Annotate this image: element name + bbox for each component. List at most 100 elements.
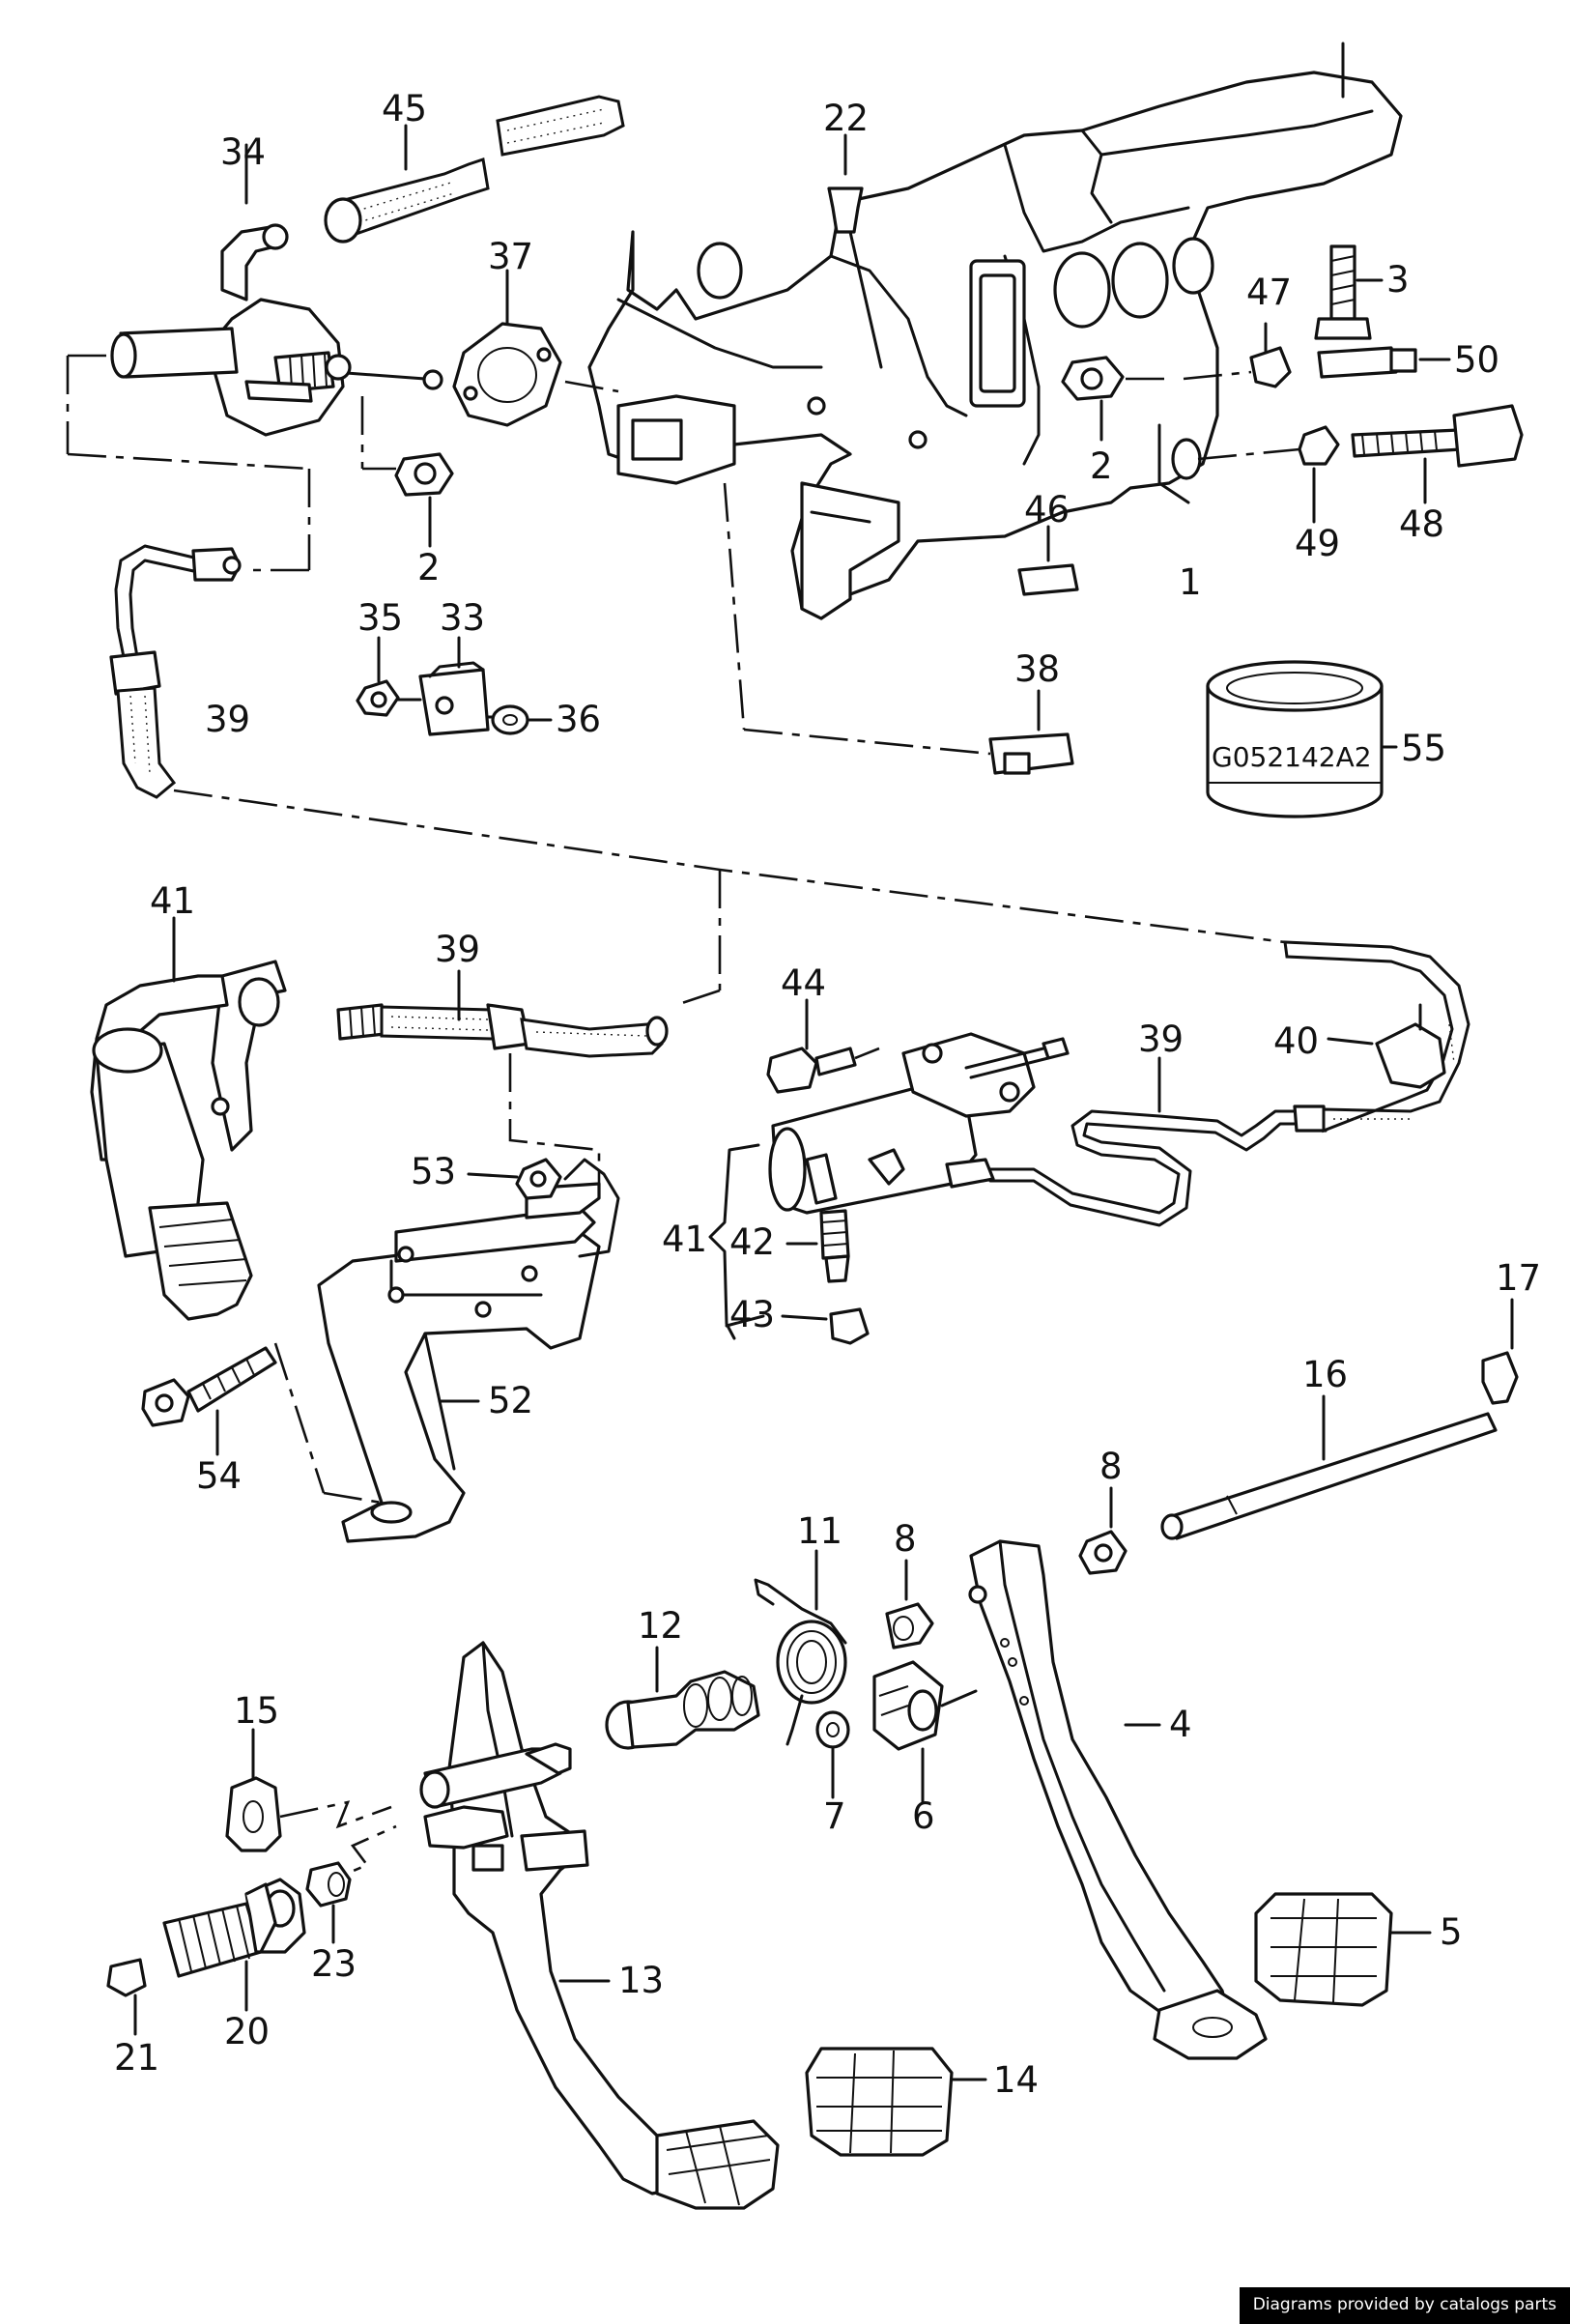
label-46: 46 bbox=[1024, 489, 1070, 531]
label-48: 48 bbox=[1399, 503, 1444, 545]
pedal-bracket bbox=[587, 71, 1403, 620]
label-55: 55 bbox=[1401, 728, 1446, 769]
washer-35 bbox=[356, 636, 422, 717]
label-44: 44 bbox=[781, 962, 826, 1004]
clip-47 bbox=[1183, 322, 1292, 388]
pedal-pad-5 bbox=[1254, 1892, 1432, 2007]
part-labels: 34 45 37 22 3 47 50 2 1 49 48 46 2 35 33… bbox=[114, 88, 1541, 2101]
pin-12 bbox=[605, 1646, 760, 1750]
label-45: 45 bbox=[382, 88, 427, 129]
label-11: 11 bbox=[797, 1510, 842, 1552]
grommet-22 bbox=[827, 133, 883, 369]
nut-53 bbox=[467, 1158, 562, 1200]
label-17: 17 bbox=[1496, 1257, 1541, 1299]
dashed-routing-38 bbox=[723, 482, 991, 756]
label-41-right: 41 bbox=[662, 1219, 707, 1260]
label-33: 33 bbox=[440, 597, 485, 639]
cap-43 bbox=[781, 1307, 870, 1345]
label-47: 47 bbox=[1246, 272, 1292, 313]
label-37: 37 bbox=[488, 236, 533, 277]
label-2-right: 2 bbox=[1090, 445, 1113, 487]
label-52: 52 bbox=[488, 1380, 533, 1421]
bushing-23 bbox=[305, 1861, 352, 1944]
label-34: 34 bbox=[220, 131, 266, 173]
label-13: 13 bbox=[618, 1960, 664, 2001]
cap-21 bbox=[106, 1958, 147, 2036]
label-39-middle: 39 bbox=[435, 929, 480, 970]
label-1: 1 bbox=[1179, 561, 1202, 603]
label-39-top: 39 bbox=[205, 699, 250, 740]
washer-7 bbox=[815, 1710, 850, 1799]
master-cylinder-34 bbox=[110, 143, 443, 437]
switch-50 bbox=[1317, 346, 1451, 379]
switch-48 bbox=[1351, 404, 1524, 504]
bolt-54 bbox=[141, 1346, 277, 1456]
clutch-pedal-13 bbox=[419, 1641, 780, 2210]
label-38: 38 bbox=[1014, 648, 1060, 690]
brake-line-39-top bbox=[109, 544, 242, 799]
nut-8-middle bbox=[885, 1559, 934, 1650]
bolt-44 bbox=[766, 998, 880, 1094]
brace-41 bbox=[708, 1143, 765, 1340]
spring-11 bbox=[754, 1549, 847, 1746]
bushing-6 bbox=[872, 1660, 978, 1804]
label-21: 21 bbox=[114, 2037, 159, 2079]
label-15: 15 bbox=[234, 1690, 279, 1732]
label-41-left: 41 bbox=[150, 880, 195, 922]
nut-8-right bbox=[1078, 1486, 1128, 1575]
washer-36 bbox=[486, 704, 553, 735]
nut-2-right bbox=[1061, 356, 1169, 442]
label-40: 40 bbox=[1273, 1020, 1319, 1062]
slave-cylinder-41-right bbox=[768, 1032, 1070, 1215]
part-marking: G052142A2 bbox=[1212, 741, 1372, 773]
label-6: 6 bbox=[912, 1795, 935, 1837]
label-23: 23 bbox=[311, 1943, 357, 1985]
label-16: 16 bbox=[1302, 1354, 1348, 1395]
label-50: 50 bbox=[1454, 339, 1499, 381]
bracket-33 bbox=[418, 636, 490, 736]
label-14: 14 bbox=[993, 2059, 1039, 2101]
brake-line-39-right bbox=[945, 940, 1470, 1227]
slave-cylinder-41-left bbox=[90, 916, 287, 1321]
nut-2-left bbox=[360, 396, 454, 548]
label-53: 53 bbox=[411, 1151, 456, 1192]
label-7: 7 bbox=[823, 1795, 846, 1837]
dashed-routing-39 bbox=[173, 789, 1286, 1007]
label-39-right: 39 bbox=[1138, 1019, 1184, 1060]
label-49: 49 bbox=[1295, 523, 1340, 564]
label-12: 12 bbox=[638, 1605, 683, 1647]
bolt-3 bbox=[1314, 42, 1384, 340]
label-8-right: 8 bbox=[1099, 1446, 1123, 1487]
brake-hose-39-middle bbox=[336, 969, 669, 1184]
label-35: 35 bbox=[357, 597, 403, 639]
bleeder-42 bbox=[785, 1209, 850, 1283]
clip-46 bbox=[1017, 525, 1079, 596]
label-22: 22 bbox=[823, 98, 869, 139]
label-42: 42 bbox=[729, 1221, 775, 1263]
hose-45 bbox=[324, 95, 625, 244]
label-5: 5 bbox=[1440, 1911, 1463, 1953]
label-2-left: 2 bbox=[417, 547, 441, 588]
clip-38 bbox=[988, 689, 1074, 775]
clip-15 bbox=[225, 1728, 392, 1852]
bracket-52 bbox=[273, 1158, 620, 1543]
label-20: 20 bbox=[224, 2011, 270, 2052]
pedal-pad-14 bbox=[805, 2047, 987, 2157]
clip-40 bbox=[1327, 1003, 1446, 1089]
label-36: 36 bbox=[556, 699, 601, 740]
brake-pedal-4 bbox=[968, 1539, 1268, 2060]
spring-20 bbox=[162, 1824, 397, 2012]
dashed-routing-top bbox=[66, 354, 311, 572]
label-43: 43 bbox=[729, 1294, 775, 1335]
diagram-credit: Diagrams provided by catalogs parts bbox=[1239, 2287, 1570, 2324]
shaft-16 bbox=[1160, 1394, 1498, 1540]
sleeve-55: G052142A2 bbox=[1206, 660, 1398, 818]
label-3: 3 bbox=[1386, 259, 1410, 301]
label-54: 54 bbox=[196, 1455, 242, 1497]
label-8-middle: 8 bbox=[894, 1518, 917, 1560]
nut-49 bbox=[1197, 425, 1340, 524]
gasket-37 bbox=[452, 269, 619, 427]
label-4: 4 bbox=[1169, 1704, 1192, 1745]
clip-17 bbox=[1481, 1298, 1519, 1405]
